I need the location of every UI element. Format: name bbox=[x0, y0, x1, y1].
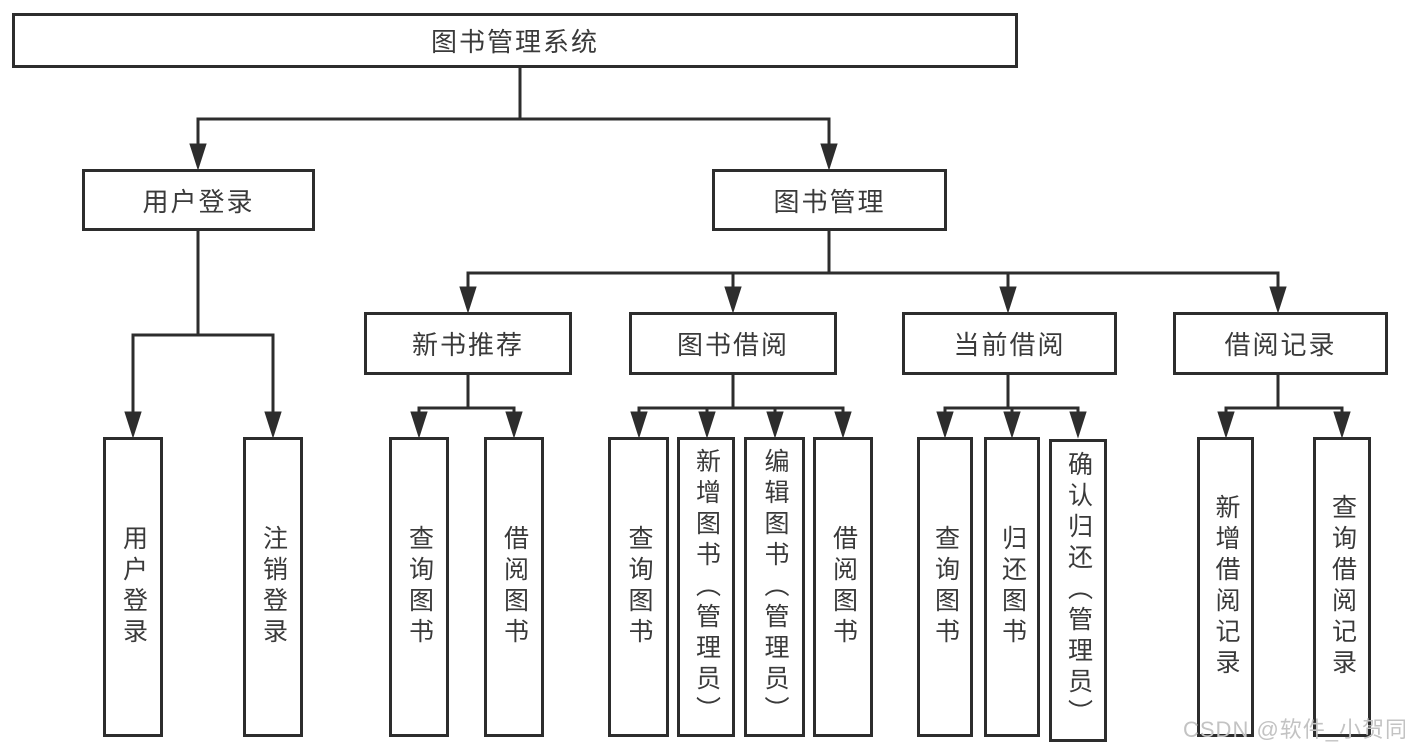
watermark-text: CSDN @软件_小贺同学 bbox=[1183, 717, 1405, 742]
leaf-confirm-return-admin: 确认归还（管理员） bbox=[1049, 439, 1107, 742]
leaf-borrow-books-recommend: 借阅图书 bbox=[484, 437, 544, 737]
node-current-borrowing: 当前借阅 bbox=[902, 312, 1117, 375]
leaf-query-books-current: 查询图书 bbox=[917, 437, 973, 737]
leaf-return-books: 归还图书 bbox=[984, 437, 1040, 737]
node-book-management: 图书管理 bbox=[712, 169, 947, 231]
leaf-user-login: 用户登录 bbox=[103, 437, 163, 737]
node-library-system: 图书管理系统 bbox=[12, 13, 1018, 68]
node-user-login: 用户登录 bbox=[82, 169, 315, 231]
leaf-query-borrow-record: 查询借阅记录 bbox=[1313, 437, 1371, 737]
leaf-add-books-admin: 新增图书（管理员） bbox=[677, 437, 735, 737]
leaf-borrow-books: 借阅图书 bbox=[813, 437, 873, 737]
leaf-edit-books-admin: 编辑图书（管理员） bbox=[744, 437, 805, 737]
leaf-query-books-borrow: 查询图书 bbox=[608, 437, 669, 737]
node-new-book-recommendation: 新书推荐 bbox=[364, 312, 572, 375]
node-borrowing-records: 借阅记录 bbox=[1173, 312, 1388, 375]
leaf-query-books-recommend: 查询图书 bbox=[389, 437, 449, 737]
leaf-add-borrow-record: 新增借阅记录 bbox=[1197, 437, 1254, 737]
node-book-borrowing: 图书借阅 bbox=[629, 312, 837, 375]
leaf-logout: 注销登录 bbox=[243, 437, 303, 737]
